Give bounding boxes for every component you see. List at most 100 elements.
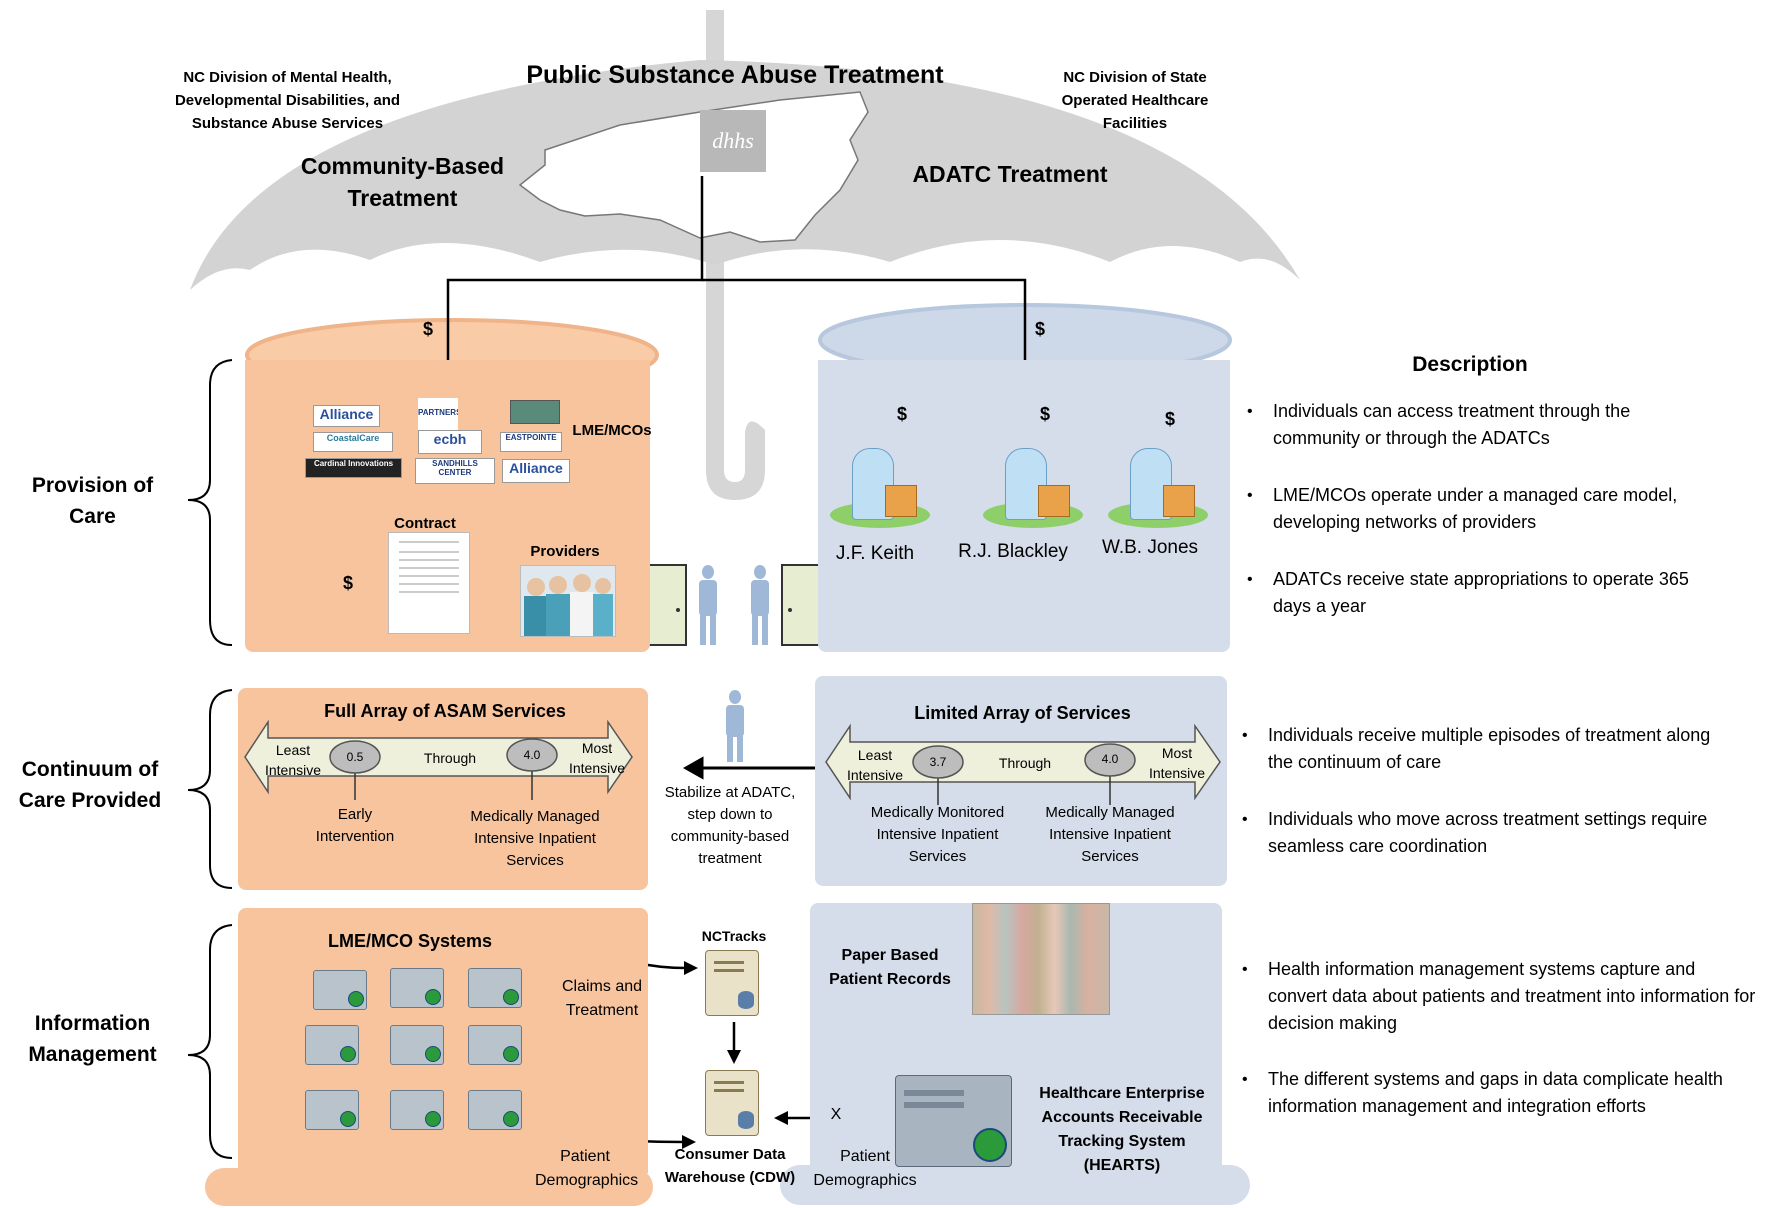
funding-symbol-community: $ <box>422 319 433 339</box>
full-array-title: Full Array of ASAM Services <box>324 701 566 721</box>
bullet-icon: • <box>1242 727 1248 744</box>
limited-array-low-level: 3.7 <box>929 755 947 769</box>
desc-text: Individuals can access treatment through… <box>1273 401 1631 448</box>
right-door <box>781 564 821 646</box>
person-icon-right <box>748 565 772 645</box>
row-label-provision: Provision of Care <box>31 474 154 528</box>
row-label-info: Information Management <box>28 1012 157 1066</box>
limited-array-title: Limited Array of Services <box>914 703 1131 723</box>
limited-array-middle: Through <box>998 755 1052 771</box>
logo-partners: PARTNERS <box>418 398 458 430</box>
server-icon <box>390 1090 444 1130</box>
desc-continuum-2: • Individuals who move across treatment s… <box>1242 806 1738 860</box>
hospital-icon-jones <box>1108 440 1208 530</box>
hearts-server-icon <box>895 1075 1012 1167</box>
limited-array-high-caption: Medically Managed Intensive Inpatient Se… <box>1045 804 1175 865</box>
full-array-high-level: 4.0 <box>523 748 541 762</box>
database-icon-cdw <box>705 1070 759 1136</box>
left-door <box>647 564 687 646</box>
server-icon <box>390 1025 444 1065</box>
lme-systems-title: LME/MCO Systems <box>327 931 493 951</box>
contract-document-icon <box>388 532 470 634</box>
lme-mco-label: LME/MCOs <box>572 422 652 439</box>
patient-demographics-right: Patient Demographics <box>813 1148 917 1189</box>
nc-state-shape <box>518 91 869 243</box>
full-array-middle: Through <box>423 750 477 766</box>
description-heading: Description <box>1412 353 1528 376</box>
x-mark: X <box>830 1106 842 1123</box>
logo-cardinal: Cardinal Innovations <box>305 458 402 478</box>
facility-label-keith: J.F. Keith <box>835 543 915 564</box>
right-branch-label: ADATC Treatment <box>912 161 1108 187</box>
dhhs-logo-text: dhhs <box>712 128 754 153</box>
step-down-label: Stabilize at ADATC, step down to communi… <box>664 784 796 867</box>
database-icon-nctracks <box>705 950 759 1016</box>
full-array-high-caption: Medically Managed Intensive Inpatient Se… <box>470 808 600 869</box>
funding-symbol-contract: $ <box>342 573 353 593</box>
limited-array-left-end: Least Intensive <box>846 747 904 783</box>
patient-demographics-left: Patient Demographics <box>535 1148 639 1189</box>
desc-text: Individuals who move across treatment se… <box>1268 809 1708 856</box>
server-icon <box>468 1090 522 1130</box>
desc-text: Individuals receive multiple episodes of… <box>1268 725 1711 772</box>
bullet-icon: • <box>1242 811 1248 828</box>
limited-array-right-end: Most Intensive <box>1148 745 1206 781</box>
facility-label-jones: W.B. Jones <box>1101 537 1199 558</box>
desc-text: Health information management systems ca… <box>1268 959 1756 1033</box>
desc-info-1: • Health information management systems c… <box>1242 956 1758 1037</box>
funding-symbol-blackley: $ <box>1039 404 1050 424</box>
paper-records-label: Paper Based Patient Records <box>829 947 951 988</box>
logo-ecbh: ecbh <box>418 430 482 454</box>
desc-text: LME/MCOs operate under a managed care mo… <box>1273 485 1678 532</box>
community-continuum-panel <box>238 688 648 890</box>
facility-label-blackley: R.J. Blackley <box>958 541 1068 562</box>
logo-eastpointe: EASTPOINTE <box>500 432 562 452</box>
bullet-icon: • <box>1247 487 1253 504</box>
bullet-icon: • <box>1247 403 1253 420</box>
desc-provision-1: • Individuals can access treatment throug… <box>1247 398 1713 452</box>
server-icon <box>468 968 522 1008</box>
desc-text: ADATCs receive state appropriations to o… <box>1273 569 1689 616</box>
right-agency-label: NC Division of State Operated Healthcare… <box>1061 69 1209 132</box>
logo-eastpointe-image <box>510 400 560 424</box>
full-array-left-end: Least Intensive <box>264 742 322 778</box>
full-array-low-level: 0.5 <box>346 750 364 764</box>
limited-array-low-caption: Medically Monitored Intensive Inpatient … <box>870 804 1005 865</box>
desc-info-2: • The different systems and gaps in data … <box>1242 1066 1738 1120</box>
person-icon-left <box>696 565 720 645</box>
providers-label: Providers <box>530 543 600 560</box>
hearts-label: Healthcare Enterprise Accounts Receivabl… <box>1039 1085 1205 1174</box>
desc-provision-2: • LME/MCOs operate under a managed care m… <box>1247 482 1713 536</box>
funding-symbol-keith: $ <box>896 404 907 424</box>
logo-sandhills: SANDHILLS CENTER <box>415 458 495 484</box>
logo-alliance: Alliance <box>313 405 380 427</box>
umbrella-title: Public Substance Abuse Treatment <box>526 61 944 89</box>
hospital-icon-blackley <box>983 440 1083 530</box>
desc-provision-3: • ADATCs receive state appropriations to … <box>1247 566 1713 620</box>
dhhs-logo <box>700 110 766 172</box>
adatc-info-base <box>780 1165 1250 1205</box>
left-agency-label: NC Division of Mental Health, Developmen… <box>174 69 401 132</box>
hospital-icon-keith <box>830 440 930 530</box>
limited-array-high-level: 4.0 <box>1101 752 1119 766</box>
bullet-icon: • <box>1242 961 1248 978</box>
providers-photo <box>520 565 616 637</box>
logo-alliance-2: Alliance <box>502 459 570 483</box>
full-array-right-end: Most Intensive <box>568 740 626 776</box>
server-icon <box>305 1090 359 1130</box>
server-icon <box>468 1025 522 1065</box>
bullet-icon: • <box>1247 571 1253 588</box>
desc-text: The different systems and gaps in data c… <box>1268 1069 1723 1116</box>
left-branch-label: Community-Based Treatment <box>300 153 505 211</box>
server-icon <box>390 968 444 1008</box>
community-info-base <box>205 1168 653 1206</box>
cdw-label: Consumer Data Warehouse (CDW) <box>664 1146 796 1186</box>
full-array-low-caption: Early Intervention <box>315 806 395 845</box>
server-icon <box>313 970 367 1010</box>
nctracks-label: NCTracks <box>701 928 767 944</box>
desc-continuum-1: • Individuals receive multiple episodes o… <box>1242 722 1738 776</box>
server-icon <box>305 1025 359 1065</box>
bullet-icon: • <box>1242 1071 1248 1088</box>
funding-symbol-adatc: $ <box>1034 319 1045 339</box>
